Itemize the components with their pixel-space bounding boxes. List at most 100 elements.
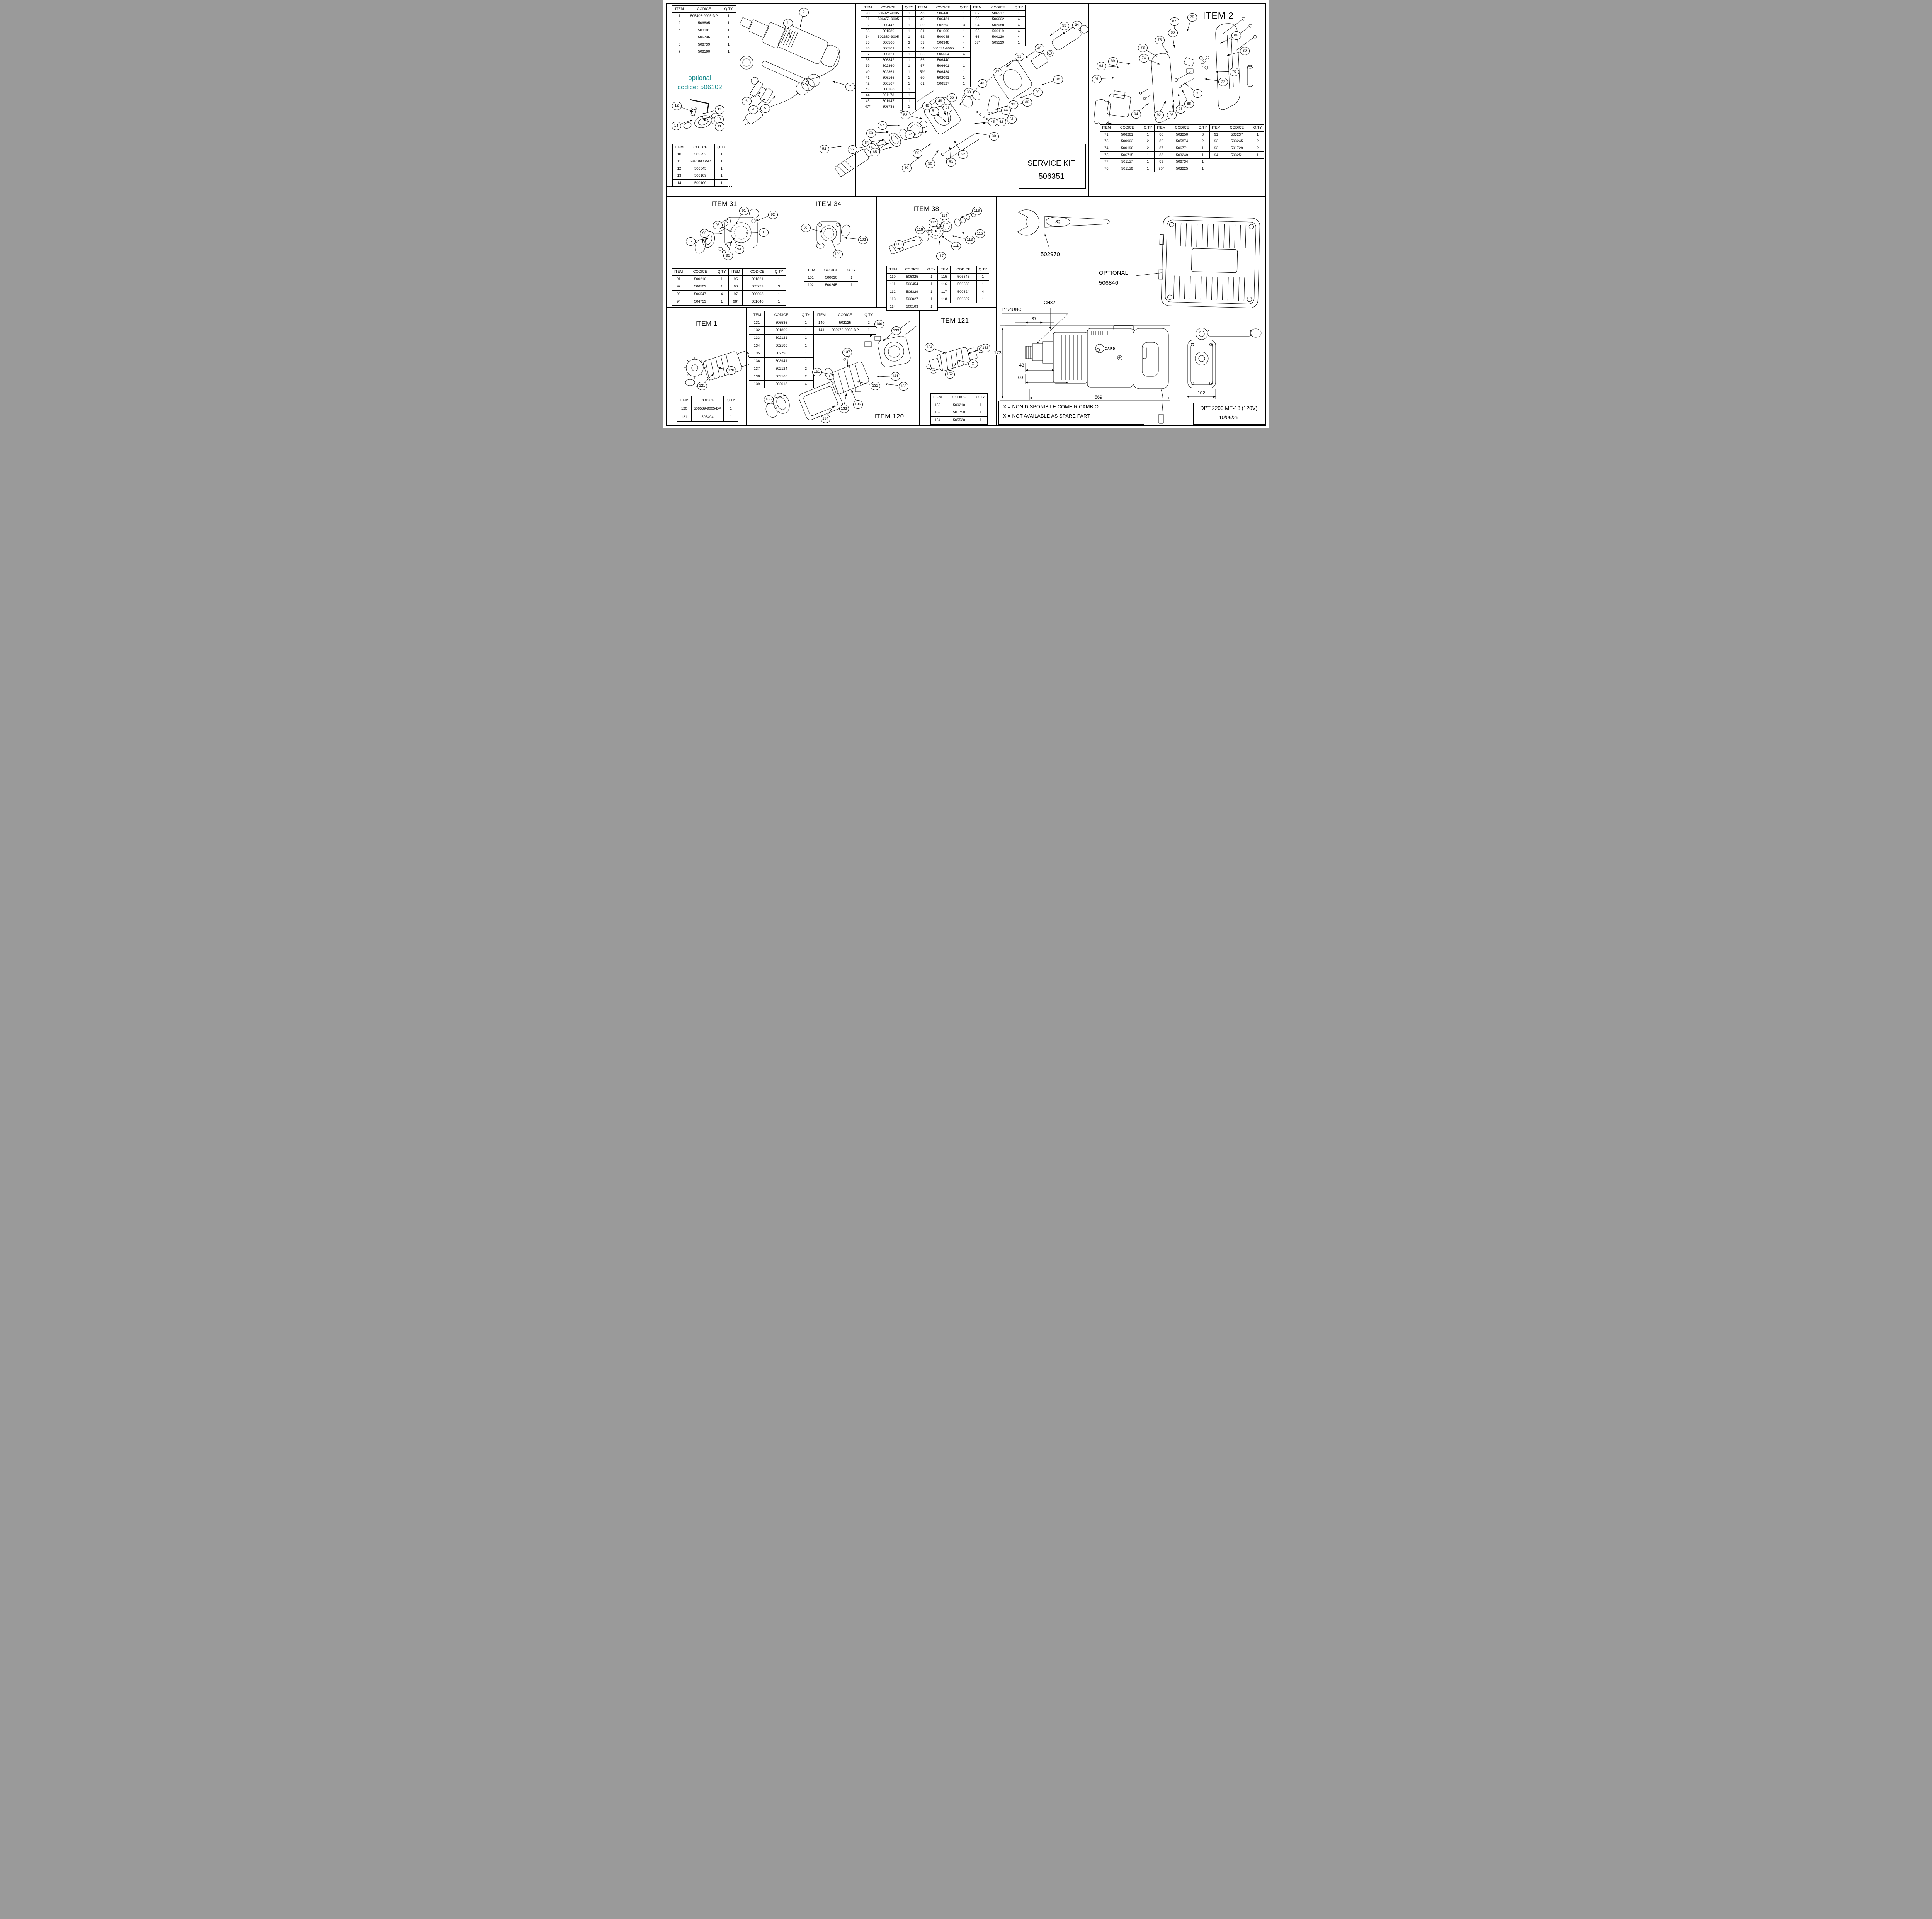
column-header: ITEM xyxy=(916,4,929,11)
item34-art xyxy=(816,221,851,249)
callout-5: 5 xyxy=(760,104,770,113)
column-header: Q.TY xyxy=(720,5,737,13)
callout-116: 116 xyxy=(972,207,982,215)
callout-86: 86 xyxy=(1231,31,1241,40)
callout-62: 62 xyxy=(905,130,915,139)
note-box xyxy=(998,401,1144,425)
dim-569: 569 xyxy=(1094,395,1103,400)
callout-53: 53 xyxy=(900,111,910,119)
callout-63: 63 xyxy=(866,129,876,138)
callout-60: 60 xyxy=(901,164,912,172)
column-header: CODICE xyxy=(828,311,862,319)
column-header: CODICE xyxy=(874,4,903,11)
callout-111: 111 xyxy=(951,242,961,250)
wrench-art xyxy=(1017,209,1110,250)
section-title-item120: ITEM 120 xyxy=(874,413,904,420)
callout-12: 12 xyxy=(672,102,682,110)
section-title-item31: ITEM 31 xyxy=(711,200,737,207)
column-header: Q.TY xyxy=(714,268,729,276)
callout-94: 94 xyxy=(734,245,744,254)
column-header: ITEM xyxy=(814,311,829,319)
callout-92: 92 xyxy=(1154,111,1164,119)
callout-2: 2 xyxy=(799,8,809,17)
callout-42: 42 xyxy=(996,118,1006,126)
callout-120: 120 xyxy=(726,366,736,375)
callout-117: 117 xyxy=(936,252,946,260)
callout-96: 96 xyxy=(699,229,709,238)
callout-71: 71 xyxy=(1175,105,1185,114)
callout-141: 141 xyxy=(890,372,900,381)
callout-38: 38 xyxy=(1053,75,1063,84)
optional-code: codice: 506102 xyxy=(677,83,722,91)
callout-95: 95 xyxy=(723,252,733,260)
callout-121: 121 xyxy=(697,382,707,390)
service-kit-box xyxy=(1019,144,1086,189)
column-header: ITEM xyxy=(671,268,686,276)
callout-33: 33 xyxy=(964,88,974,97)
drill-exploded-art xyxy=(740,17,840,126)
callout-136: 136 xyxy=(853,400,863,409)
column-header: Q.TY xyxy=(861,311,876,319)
service-kit-code: 506351 xyxy=(1038,172,1065,181)
callout-115: 115 xyxy=(975,229,985,238)
column-header: Q.TY xyxy=(1196,124,1209,132)
callout-53: 53 xyxy=(946,158,956,167)
divider xyxy=(855,3,856,197)
column-header: ITEM xyxy=(671,5,688,13)
callout-45: 45 xyxy=(988,118,998,126)
callout-56: 56 xyxy=(912,149,922,158)
callout-74: 74 xyxy=(1139,54,1149,63)
callout-6: 6 xyxy=(742,97,752,105)
column-header: CODICE xyxy=(742,268,772,276)
column-header: ITEM xyxy=(804,266,818,275)
column-header: CODICE xyxy=(817,266,845,275)
callout-87: 87 xyxy=(1169,17,1179,26)
callout-80: 80 xyxy=(1192,89,1202,98)
item2-exploded-art xyxy=(1094,17,1257,132)
column-header: ITEM xyxy=(930,393,945,401)
callout-138: 138 xyxy=(898,382,908,391)
column-header: CODICE xyxy=(898,265,926,274)
column-header: ITEM xyxy=(676,396,692,405)
callout-80: 80 xyxy=(1168,29,1178,37)
callout-31: 31 xyxy=(1014,53,1024,61)
callout-36: 36 xyxy=(1022,98,1032,107)
section-title-item2: ITEM 2 xyxy=(1202,10,1234,20)
callout-X: X xyxy=(759,228,769,237)
section-title-item34: ITEM 34 xyxy=(815,200,842,207)
callout-113: 113 xyxy=(965,236,975,244)
column-header: ITEM xyxy=(938,265,951,274)
divider xyxy=(1088,3,1089,197)
callout-114: 114 xyxy=(939,212,949,220)
callout-140: 140 xyxy=(874,320,884,328)
